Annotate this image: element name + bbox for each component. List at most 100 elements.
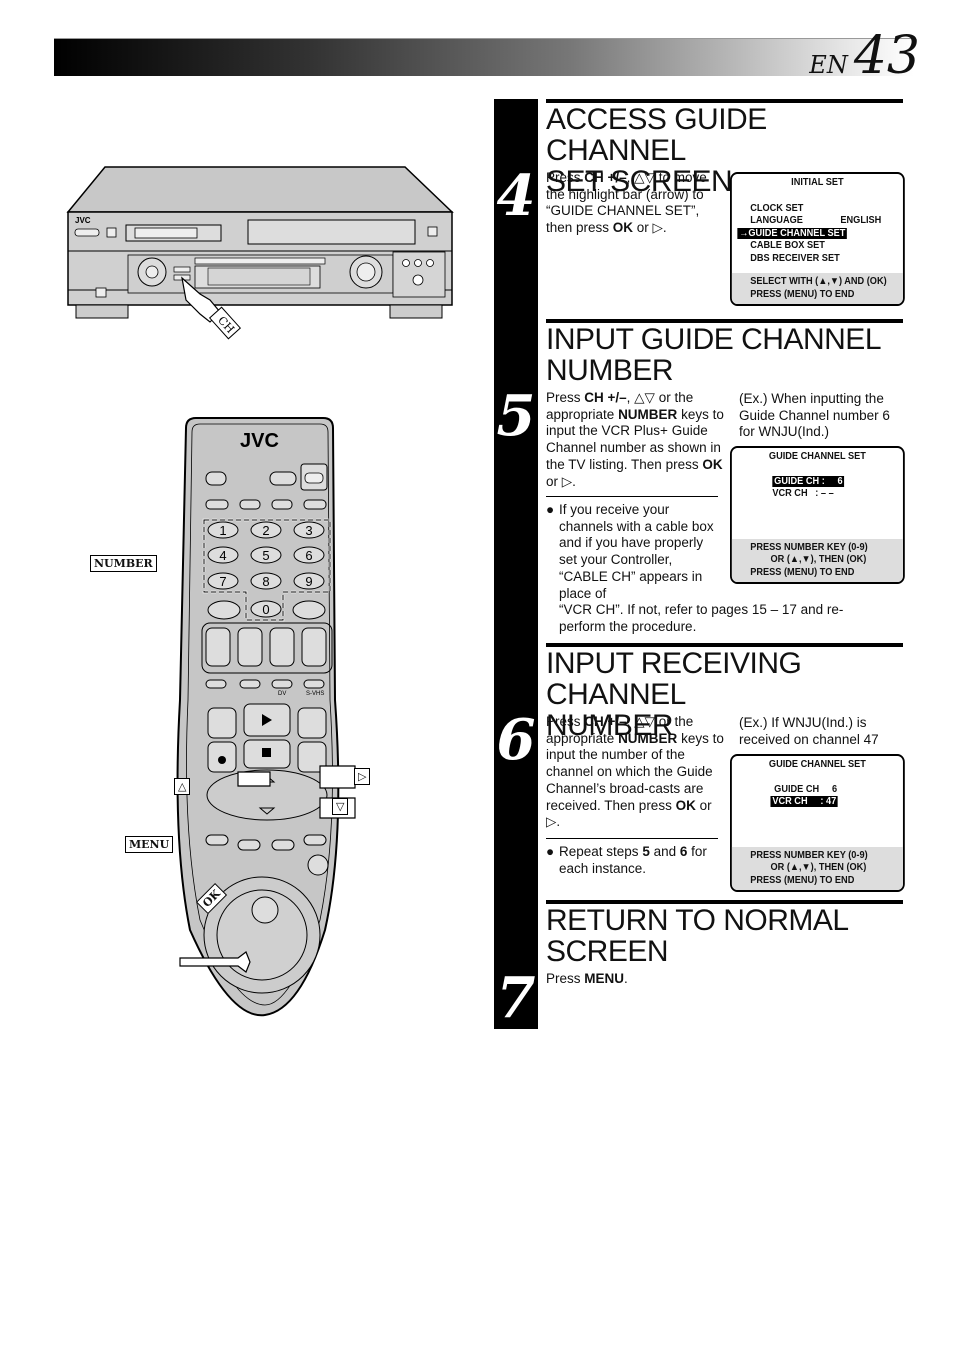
step-5-title-line2: NUMBER xyxy=(546,354,674,387)
key-5: 5 xyxy=(262,548,269,563)
osd-footer-line: SELECT WITH (▲,▼) AND (OK) xyxy=(750,276,887,287)
text: for each instance. xyxy=(559,844,707,876)
key-number: NUMBER xyxy=(618,406,678,422)
osd-selected-item: GUIDE CHANNEL SET xyxy=(748,227,846,239)
osd-language-label: LANGUAGE xyxy=(750,215,803,226)
step-5-rule xyxy=(546,319,903,323)
osd-vcr-ch-row: VCR CH : 47 xyxy=(770,796,902,809)
key-8: 8 xyxy=(262,574,269,589)
menu-label: MENU xyxy=(125,836,174,853)
text: Press xyxy=(546,170,585,185)
osd-item-guide-channel: →GUIDE CHANNEL SET xyxy=(737,227,903,241)
up-arrow-label: △ xyxy=(174,778,191,795)
text: . xyxy=(624,971,628,986)
osd-initial-set: INITIAL SET CLOCK SET LANGUAGE ENGLISH →G… xyxy=(730,172,905,306)
key-1: 1 xyxy=(219,523,226,538)
step-4-title-line1: ACCESS GUIDE CHANNEL xyxy=(546,103,767,167)
step-5-title-line1: INPUT GUIDE CHANNEL xyxy=(546,323,882,356)
step-ref: 5 xyxy=(642,844,650,859)
text: keys to input the VCR Plus+ Guide Channe… xyxy=(546,406,724,472)
osd-guide-ch-value: 6 xyxy=(831,783,838,795)
osd-footer-line: OR (▲,▼), THEN (OK) xyxy=(770,862,867,873)
bullet-icon: ● xyxy=(546,844,555,859)
text: or ▷. xyxy=(633,220,667,236)
key-4: 4 xyxy=(219,548,226,563)
bullet-icon: ● xyxy=(546,502,555,517)
step-ref: 6 xyxy=(679,844,688,859)
language-code: EN xyxy=(809,51,848,79)
key-0: 0 xyxy=(262,602,269,617)
osd-guide-channel-set-6: GUIDE CHANNEL SET GUIDE CH 6 VCR CH : 47… xyxy=(730,754,905,892)
key-number: NUMBER xyxy=(618,730,678,746)
osd-vcr-ch-value: : 47 xyxy=(820,796,837,807)
key-3: 3 xyxy=(305,523,312,538)
text: Press xyxy=(546,714,585,729)
header-rule xyxy=(54,38,914,39)
osd-guide-ch-value: 6 xyxy=(837,475,843,487)
key-9: 9 xyxy=(305,574,312,589)
step-5-note-cont: “VCR CH”. If not, refer to pages 15 – 17… xyxy=(546,602,886,635)
key-6: 6 xyxy=(305,548,312,563)
osd-footer: PRESS NUMBER KEY (0-9) OR (▲,▼), THEN (O… xyxy=(731,538,903,582)
osd-footer-line: PRESS (MENU) TO END xyxy=(750,288,855,300)
step-7-number: 7 xyxy=(496,965,536,1031)
step-6-divider xyxy=(546,838,718,839)
osd-guide-channel-set-5: GUIDE CHANNEL SET GUIDE CH : 6 VCR CH : … xyxy=(730,446,905,584)
step-7-rule xyxy=(546,900,903,904)
page-number-value: 43 xyxy=(853,26,920,86)
osd-footer-line: PRESS NUMBER KEY (0-9) xyxy=(750,541,868,553)
osd-title: INITIAL SET xyxy=(791,177,844,188)
osd-footer-line: PRESS (MENU) TO END xyxy=(750,566,855,578)
osd-footer: SELECT WITH (▲,▼) AND (OK) PRESS (MENU) … xyxy=(731,273,903,304)
step-5-note-text-cont: “VCR CH”. If not, refer to pages 15 – 17… xyxy=(559,602,844,634)
text: or ▷. xyxy=(546,797,712,830)
key-ok: OK xyxy=(702,456,723,472)
step-4-instructions: Press CH +/–, △▽ to move the highlight b… xyxy=(546,170,722,237)
osd-vcr-ch-value: : – – xyxy=(815,488,834,499)
remote-brand: JVC xyxy=(240,430,279,452)
step-5-number: 5 xyxy=(496,383,536,449)
step-6-title-line2: NUMBER xyxy=(546,709,674,742)
step-5-example: (Ex.) When inputting the Guide Channel n… xyxy=(739,391,890,439)
step-5-note: ● If you receive your channels with a ca… xyxy=(546,502,716,602)
step-7-title-line1: RETURN TO NORMAL xyxy=(546,904,849,937)
remote-illustration: JVC 1 2 3 4 5 6 7 8 9 0 D xyxy=(176,417,356,1017)
text: , △▽ or the appropriate xyxy=(546,714,694,746)
osd-item-language: LANGUAGE ENGLISH xyxy=(750,215,903,228)
osd-language-value: ENGLISH xyxy=(840,215,882,226)
key-ch: CH +/– xyxy=(584,714,627,729)
osd-footer: PRESS NUMBER KEY (0-9) OR (▲,▼), THEN (O… xyxy=(731,846,903,890)
vcr-illustration: JVC CH xyxy=(66,166,454,340)
key-ok: OK xyxy=(612,220,634,236)
key-ch: CH +/– xyxy=(584,390,627,405)
dv-label: DV xyxy=(278,691,286,697)
step-6-example: (Ex.) If WNJU(Ind.) is received on chann… xyxy=(739,715,879,747)
down-arrow-label: ▽ xyxy=(332,798,349,815)
step-6-note: ● Repeat steps 5 and 6 for each instance… xyxy=(546,844,718,877)
step-5-divider xyxy=(546,496,718,497)
text: Press xyxy=(546,390,585,405)
osd-guide-ch-row: GUIDE CH : 6 xyxy=(772,475,903,489)
key-ch: CH +/– xyxy=(584,170,627,185)
osd-guide-ch-label: GUIDE CH : xyxy=(774,475,825,487)
osd-guide-ch-row: GUIDE CH 6 xyxy=(774,784,903,797)
step-7-title: RETURN TO NORMAL SCREEN xyxy=(546,905,906,967)
text: Press xyxy=(546,971,585,986)
step-6-note-text: Repeat steps 5 and 6 for each instance. xyxy=(546,844,718,877)
osd-vcr-ch-label: VCR CH xyxy=(772,796,808,807)
key-menu: MENU xyxy=(584,971,625,986)
step-6-rule xyxy=(546,643,903,647)
step-5-note-text: If you receive your channels with a cabl… xyxy=(559,502,714,601)
right-arrow-label: ▷ xyxy=(354,768,371,785)
step-4-title-line2: SET SCREEN xyxy=(546,165,733,198)
step-6-number: 6 xyxy=(496,707,536,773)
osd-title: GUIDE CHANNEL SET xyxy=(768,759,866,770)
text: , △▽ to move the highlight bar (arrow) t… xyxy=(546,170,707,236)
osd-item-clock: CLOCK SET xyxy=(750,202,804,214)
text: and xyxy=(649,844,680,859)
osd-vcr-ch-label: VCR CH xyxy=(772,488,808,499)
step-4-rule xyxy=(546,99,903,103)
svhs-label: S-VHS xyxy=(306,691,324,697)
step-number-bar xyxy=(494,99,538,1029)
